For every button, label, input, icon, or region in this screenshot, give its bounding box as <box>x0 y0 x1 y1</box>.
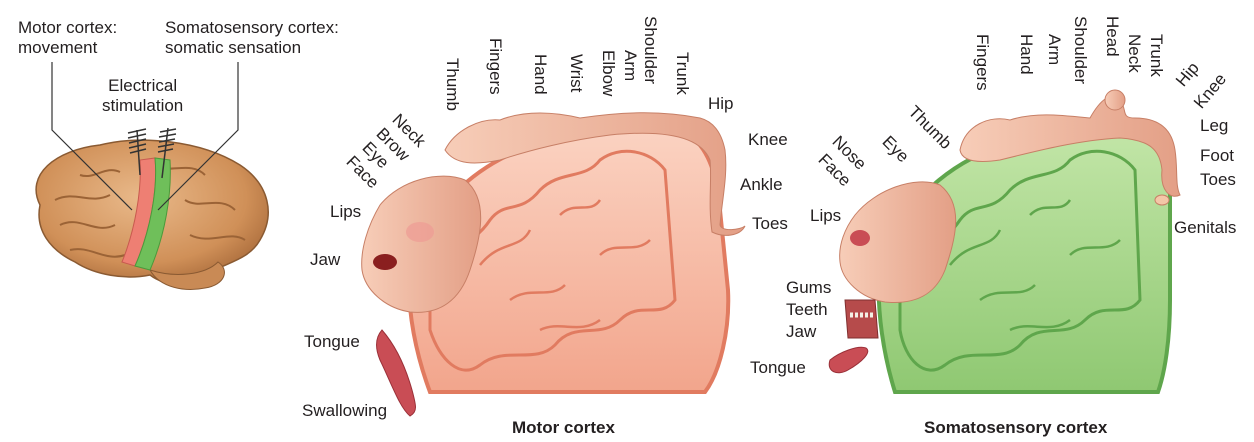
whole-brain <box>35 139 269 290</box>
motor-label-hip: Hip <box>708 94 734 113</box>
motor-label-knee: Knee <box>748 130 788 149</box>
motor-label-jaw: Jaw <box>310 250 341 269</box>
motor-label-wrist: Wrist <box>567 54 586 93</box>
somato-label-lips: Lips <box>810 206 842 225</box>
somato-label-head: Head <box>1103 16 1122 57</box>
somato-label-teeth: Teeth <box>786 300 828 319</box>
somatosensory-cortex-label-line2: somatic sensation <box>165 38 302 57</box>
somato-label-gums: Gums <box>786 278 832 297</box>
electrical-stimulation-label-line1: Electrical <box>108 76 178 95</box>
motor-cortex-title: Motor cortex <box>512 418 615 437</box>
motor-label-elbow: Elbow <box>599 50 618 97</box>
leader-lines <box>51 62 239 211</box>
somatosensory-cortex-section <box>828 89 1181 394</box>
motor-label-hand: Hand <box>531 54 550 95</box>
somato-label-toes: Toes <box>1200 170 1236 189</box>
somato-label-hand: Hand <box>1017 34 1036 75</box>
somato-label-foot: Foot <box>1200 146 1235 165</box>
somato-label-tongue: Tongue <box>750 358 806 377</box>
electrodes <box>127 127 177 179</box>
motor-label-shoulder: Shoulder <box>641 16 660 85</box>
somato-label-fingers: Fingers <box>973 34 992 91</box>
motor-cortex-label-line1: Motor cortex: <box>18 18 118 37</box>
motor-label-arm: Arm <box>621 50 640 82</box>
somato-label-leg: Leg <box>1200 116 1229 135</box>
somatosensory-cortex-title: Somatosensory cortex <box>924 418 1108 437</box>
motor-label-ankle: Ankle <box>740 175 783 194</box>
motor-cortex-section <box>361 112 746 417</box>
somato-label-genitals: Genitals <box>1174 218 1237 237</box>
motor-cortex-label: Motor cortex: movement <box>18 18 117 58</box>
somatosensory-cortex-label: Somatosensory cortex: somatic sensation <box>165 18 339 58</box>
somato-label-shoulder: Shoulder <box>1071 16 1090 85</box>
somato-label-arm: Arm <box>1045 34 1064 66</box>
somatosensory-cortex-label-line1: Somatosensory cortex: <box>165 18 339 37</box>
motor-label-trunk: Trunk <box>673 52 692 95</box>
motor-label-thumb: Thumb <box>443 58 462 111</box>
motor-label-swallowing: Swallowing <box>302 401 388 420</box>
motor-label-tongue: Tongue <box>304 332 360 351</box>
electrical-stimulation-label: Electrical stimulation <box>102 76 183 116</box>
somato-label-jaw: Jaw <box>786 322 817 341</box>
motor-label-fingers: Fingers <box>486 38 505 95</box>
somato-label-trunk: Trunk <box>1147 34 1166 77</box>
motor-label-toes: Toes <box>752 214 788 233</box>
motor-label-lips: Lips <box>330 202 362 221</box>
somato-label-neck: Neck <box>1125 34 1144 73</box>
motor-cortex-label-line2: movement <box>18 38 98 57</box>
electrical-stimulation-label-line2: stimulation <box>102 96 184 115</box>
